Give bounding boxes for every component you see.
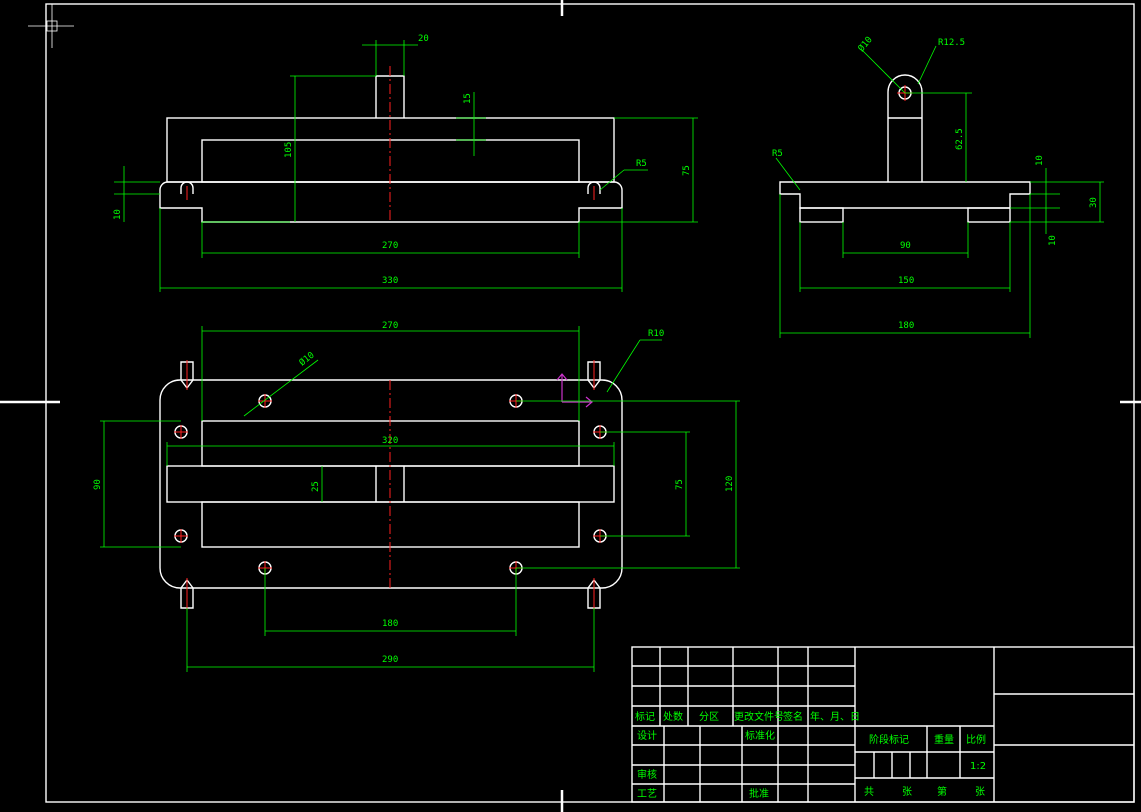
- row-process: 工艺: [637, 788, 657, 800]
- top-view: 270 R10 Ø10 320 25 90 75 120 180 290: [93, 321, 740, 672]
- header-count: 处数: [663, 710, 683, 723]
- side-dim-10-bottom: 10: [1048, 235, 1058, 246]
- row-approve: 批准: [749, 787, 769, 800]
- front-dim-20: 20: [418, 34, 429, 44]
- scale-label: 比例: [966, 733, 986, 746]
- side-dim-150: 150: [898, 276, 914, 286]
- top-dim-75: 75: [675, 479, 685, 490]
- top-dim-25: 25: [311, 481, 321, 492]
- row-design: 设计: [637, 729, 657, 742]
- total-label: 共: [864, 786, 874, 798]
- header-zone: 分区: [699, 711, 719, 723]
- header-mark: 标记: [635, 711, 655, 723]
- front-view: 20 15 105 75 R5 10 270 330: [113, 34, 698, 292]
- title-block: [631, 646, 1135, 803]
- front-dim-15: 15: [463, 93, 473, 104]
- front-dim-270: 270: [382, 241, 398, 251]
- side-dim-180: 180: [898, 321, 914, 331]
- front-dim-75: 75: [682, 165, 692, 176]
- side-dim-r5: R5: [772, 149, 783, 159]
- page-label: 第: [937, 785, 947, 798]
- top-dim-180: 180: [382, 619, 398, 629]
- row-standard: 标准化: [745, 729, 775, 742]
- header-signature: 签名: [783, 710, 803, 723]
- top-dim-dia10: Ø10: [297, 350, 317, 369]
- top-dim-90: 90: [93, 479, 103, 490]
- stage-mark: 阶段标记: [869, 733, 909, 746]
- top-dim-320: 320: [382, 436, 398, 446]
- ucs-axis-icon: [556, 373, 593, 408]
- side-dim-62-5: 62.5: [955, 128, 965, 150]
- title-block-text: 标记 处数 分区 更改文件号 签名 年、月、日 设计 标准化 审核 工艺 批准 …: [635, 710, 986, 800]
- side-dim-90: 90: [900, 241, 911, 251]
- top-dim-120: 120: [725, 476, 735, 492]
- side-dim-10-top: 10: [1035, 155, 1045, 166]
- front-dim-105: 105: [284, 142, 294, 158]
- sheets-label-2: 张: [975, 786, 985, 798]
- sheets-label: 张: [902, 786, 912, 798]
- front-dim-330: 330: [382, 276, 398, 286]
- side-dim-dia10: Ø10: [856, 34, 875, 54]
- crosshair-cursor-icon: [28, 4, 74, 48]
- side-view: Ø10 R12.5 R5 62.5 10 30 10 90 150 180: [772, 34, 1104, 338]
- header-date: 年、月、日: [810, 710, 860, 723]
- scale-value: 1:2: [970, 761, 986, 772]
- top-dim-r10: R10: [648, 329, 664, 339]
- weight-label: 重量: [934, 733, 954, 746]
- top-dim-270: 270: [382, 321, 398, 331]
- side-dim-30: 30: [1089, 197, 1099, 208]
- top-dim-290: 290: [382, 655, 398, 665]
- front-dim-r5: R5: [636, 159, 647, 169]
- side-dim-r12-5: R12.5: [938, 38, 965, 48]
- header-change-doc: 更改文件号: [734, 710, 784, 723]
- row-check: 审核: [637, 768, 657, 781]
- front-dim-10: 10: [113, 209, 123, 220]
